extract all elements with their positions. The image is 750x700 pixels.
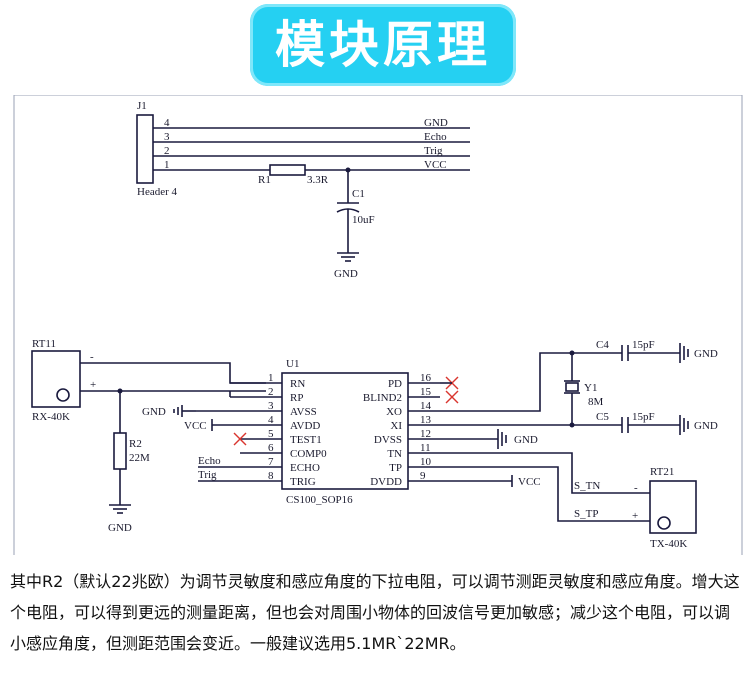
description-text: 其中R2（默认22兆欧）为调节灵敏度和感应角度的下拉电阻，可以调节测距灵敏度和感… [10, 572, 740, 653]
u1-pin3-num: 3 [268, 400, 274, 412]
u1-pin14-num: 14 [420, 400, 432, 412]
r1-ref: R1 [258, 174, 271, 186]
u1-pin7-name: ECHO [290, 462, 320, 474]
u1-pin9-num: 9 [420, 470, 426, 482]
u1-pin8-name: TRIG [290, 476, 316, 488]
r2-resistor [113, 432, 127, 470]
s-tp-label: S_TP [574, 508, 598, 520]
u1-pin5-num: 5 [268, 428, 274, 440]
u1-pin5-name: TEST1 [290, 434, 322, 446]
r2-value: 22M [129, 452, 150, 464]
rt11-minus-wire [80, 362, 266, 384]
gnd-label-top: GND [334, 268, 358, 280]
page-title: 模块原理图 [275, 16, 491, 156]
rt11-body [31, 350, 81, 408]
u1-pin10-num: 10 [420, 456, 432, 468]
net-tn [440, 452, 650, 494]
j1-pin-3: 3 [164, 131, 170, 143]
nc-pin15-b [445, 390, 459, 404]
c1-ref: C1 [352, 188, 365, 200]
u1-pin10-name: TP [389, 462, 402, 474]
j1-pin-4: 4 [164, 117, 170, 129]
gnd-label-avss: GND [142, 406, 166, 418]
gnd-label-r2: GND [108, 522, 132, 534]
rt11-minus: - [90, 351, 94, 363]
u1-pin13-name: XI [390, 420, 402, 432]
y1-crystal [565, 382, 579, 392]
u1-pin8-num: 8 [268, 470, 274, 482]
rt21-terminal [657, 516, 671, 530]
title-banner: 模块原理图 [250, 4, 516, 156]
u1-pin1-name: RN [290, 378, 305, 390]
u1-pin12-num: 12 [420, 428, 431, 440]
c1-value: 10uF [352, 214, 375, 226]
u1-pin15-name: BLIND2 [363, 392, 402, 404]
u1-pin7-num: 7 [268, 456, 274, 468]
u1-pin4-num: 4 [268, 414, 274, 426]
rt11-terminal [56, 388, 70, 402]
u1-pin2-num: 2 [268, 386, 274, 398]
u1-pin2-name: RP [290, 392, 303, 404]
rt21-body [649, 480, 697, 534]
net-tp [440, 466, 650, 522]
u1-pin3-name: AVSS [290, 406, 317, 418]
u1-pin14-name: XO [386, 406, 402, 418]
net-label-trig: Trig [424, 145, 443, 157]
gnd-label-c5: GND [694, 420, 718, 432]
vcc-label-avdd: VCC [184, 420, 207, 432]
u1-pin13-num: 13 [420, 414, 432, 426]
u1-pin9-name: DVDD [370, 476, 402, 488]
net-xo [440, 352, 622, 412]
rt11-ref: RT11 [32, 338, 56, 350]
rt21-plus: + [632, 510, 638, 522]
u1-part: CS100_SOP16 [286, 494, 353, 506]
u1-pin1-num: 1 [268, 372, 274, 384]
junction-y1-bottom [569, 422, 575, 428]
j1-header-body [136, 114, 154, 184]
rt11-name: RX-40K [32, 411, 70, 423]
gnd-label-c4: GND [694, 348, 718, 360]
net-label-echo: Echo [424, 131, 447, 143]
u1-pin16-num: 16 [420, 372, 432, 384]
u1-pin4-name: AVDD [290, 420, 320, 432]
echo-label-u1: Echo [198, 455, 221, 467]
u1-pin16-name: PD [388, 378, 402, 390]
y1-ref: Y1 [584, 382, 597, 394]
j1-name: Header 4 [137, 186, 178, 198]
r2-ref: R2 [129, 438, 142, 450]
u1-ref: U1 [286, 358, 299, 370]
y1-value: 8M [588, 396, 604, 408]
junction-r2 [117, 388, 123, 394]
rt11-plus: + [90, 379, 96, 391]
u1-pin6-num: 6 [268, 442, 274, 454]
r1-resistor [269, 164, 306, 176]
gnd-label-dvss: GND [514, 434, 538, 446]
j1-pin-2: 2 [164, 145, 170, 157]
junction-c1 [345, 167, 351, 173]
c4-ref: C4 [596, 339, 609, 351]
u1-pin12-name: DVSS [374, 434, 402, 446]
vcc-label-dvdd: VCC [518, 476, 541, 488]
rt21-minus: - [634, 482, 638, 494]
u1-pin6-name: COMP0 [290, 448, 327, 460]
rt21-name: TX-40K [650, 538, 687, 550]
s-tn-label: S_TN [574, 480, 600, 492]
schematic-diagram: J1 Header 4 4 3 2 1 GND Echo Trig VCC R1… [0, 95, 750, 555]
u1-pin11-num: 11 [420, 442, 431, 454]
rt21-ref: RT21 [650, 466, 674, 478]
c5-value: 15pF [632, 411, 655, 423]
r1-value: 3.3R [307, 174, 329, 186]
junction-y1-top [569, 350, 575, 356]
trig-label-u1: Trig [198, 469, 217, 481]
net-label-gnd: GND [424, 117, 448, 129]
j1-pin-1: 1 [164, 159, 170, 171]
nc-pin5-b [233, 432, 247, 446]
c5-ref: C5 [596, 411, 609, 423]
j1-ref: J1 [137, 100, 147, 112]
c4-value: 15pF [632, 339, 655, 351]
u1-pin11-name: TN [387, 448, 402, 460]
u1-body [281, 372, 409, 490]
u1-pin15-num: 15 [420, 386, 432, 398]
net-label-vcc: VCC [424, 159, 447, 171]
